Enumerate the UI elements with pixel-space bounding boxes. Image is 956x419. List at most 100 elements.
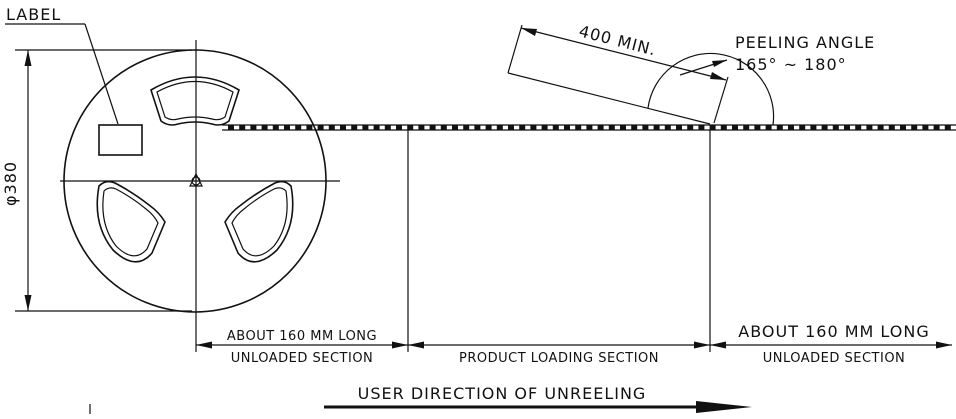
tape-pocket	[653, 125, 660, 130]
tape-pocket	[396, 125, 402, 130]
tape-pocket	[631, 125, 638, 130]
tape-pocket	[922, 125, 929, 130]
tape-pocket	[754, 125, 761, 130]
tape-pocket	[855, 125, 862, 130]
tape-pocket	[732, 125, 738, 130]
tape-pocket	[676, 125, 682, 130]
reel-window-right	[224, 180, 294, 263]
tape-pocket	[933, 125, 940, 130]
tape-pocket	[508, 125, 514, 130]
tape-pocket	[900, 125, 906, 130]
tape-pocket	[888, 125, 895, 130]
arrow-right-section-end	[936, 341, 952, 349]
left-length-text: ABOUT 160 MM LONG	[227, 329, 377, 344]
direction-arrow-head	[696, 401, 752, 413]
min-length-ext-left	[507, 24, 523, 74]
tape-pocket	[362, 125, 369, 130]
tape-pocket	[418, 125, 425, 130]
min-length-arrow-left	[521, 28, 537, 36]
tape-pocket	[440, 125, 447, 130]
label-leader	[84, 23, 119, 125]
arrow-left-section-start	[196, 341, 212, 349]
peeling-angle-arrow	[712, 60, 727, 67]
tape-pocket	[620, 125, 626, 130]
min-length-text: 400 MIN.	[577, 21, 658, 59]
tape-pocket	[844, 125, 850, 130]
tape-pocket	[698, 125, 705, 130]
label-box	[98, 124, 143, 156]
peeling-angle-range: 165° ~ 180°	[735, 55, 847, 74]
left-section-text: UNLOADED SECTION	[231, 351, 374, 366]
tape-pocket	[239, 125, 246, 130]
tape-pocket	[485, 125, 492, 130]
tape-pocket	[788, 125, 794, 130]
tape-pocket	[664, 125, 671, 130]
tape-pocket	[608, 125, 615, 130]
reel-window-left	[96, 180, 166, 263]
tape-pocket	[911, 125, 918, 130]
middle-section-text: PRODUCT LOADING SECTION	[459, 351, 659, 366]
min-length-ext-right	[713, 76, 729, 124]
tape-pocket	[496, 125, 503, 130]
tape-pocket	[463, 125, 470, 130]
cover-tape-line	[507, 72, 711, 125]
tape-pocket	[821, 125, 828, 130]
right-section-text: UNLOADED SECTION	[763, 351, 906, 366]
tape-pocket	[597, 125, 604, 130]
tape-pocket	[866, 125, 873, 130]
tape-pocket	[407, 125, 414, 130]
tape-pocket	[474, 125, 481, 130]
tape-pocket	[799, 125, 806, 130]
hub-triangle	[189, 172, 203, 187]
tape-pockets	[228, 125, 951, 130]
tape-pocket	[810, 125, 817, 130]
diameter-arrow-top	[24, 50, 32, 66]
tape-pocket	[832, 125, 839, 130]
peeling-angle-title: PEELING ANGLE	[735, 33, 875, 52]
arrow-middle-section-end	[694, 341, 710, 349]
tape-pocket	[317, 125, 324, 130]
tape-pocket	[452, 125, 458, 130]
reel-window-top	[150, 76, 240, 126]
tape-pocket	[384, 125, 391, 130]
tape-pocket	[877, 125, 884, 130]
tape-pocket	[564, 125, 570, 130]
tape-pocket	[687, 125, 694, 130]
tape-pocket	[776, 125, 783, 130]
arrow-right-section-start	[710, 341, 726, 349]
tape-pocket	[284, 125, 290, 130]
tape-pocket	[340, 125, 346, 130]
tape-pocket	[351, 125, 358, 130]
min-length-arrow-right	[710, 72, 726, 80]
tape-pocket	[530, 125, 537, 130]
diameter-text: φ380	[1, 161, 20, 206]
tape-pocket	[328, 125, 335, 130]
tape-pocket	[295, 125, 302, 130]
tape-pocket	[765, 125, 772, 130]
tape-pocket	[250, 125, 257, 130]
tape-pocket	[944, 125, 951, 130]
tape-pocket	[586, 125, 593, 130]
tape-pocket	[541, 125, 548, 130]
tape-pocket	[709, 125, 716, 130]
tape-pocket	[720, 125, 727, 130]
label-text: LABEL	[6, 5, 61, 24]
arrow-middle-section-start	[408, 341, 424, 349]
tape-pocket	[261, 125, 268, 130]
tape-pocket	[228, 125, 234, 130]
tape-pocket	[575, 125, 582, 130]
tape-pocket	[743, 125, 750, 130]
tape-pocket	[306, 125, 313, 130]
right-length-text: ABOUT 160 MM LONG	[738, 322, 929, 341]
peeling-angle-arc	[647, 52, 775, 126]
tape-pocket	[272, 125, 279, 130]
diameter-arrow-bottom	[24, 295, 32, 311]
arrow-left-section-end	[392, 341, 408, 349]
tape-pocket	[373, 125, 380, 130]
direction-text: USER DIRECTION OF UNREELING	[358, 384, 647, 403]
tape-pocket	[429, 125, 436, 130]
tape-pocket	[519, 125, 526, 130]
tape-pocket	[552, 125, 559, 130]
tape-pocket	[642, 125, 649, 130]
